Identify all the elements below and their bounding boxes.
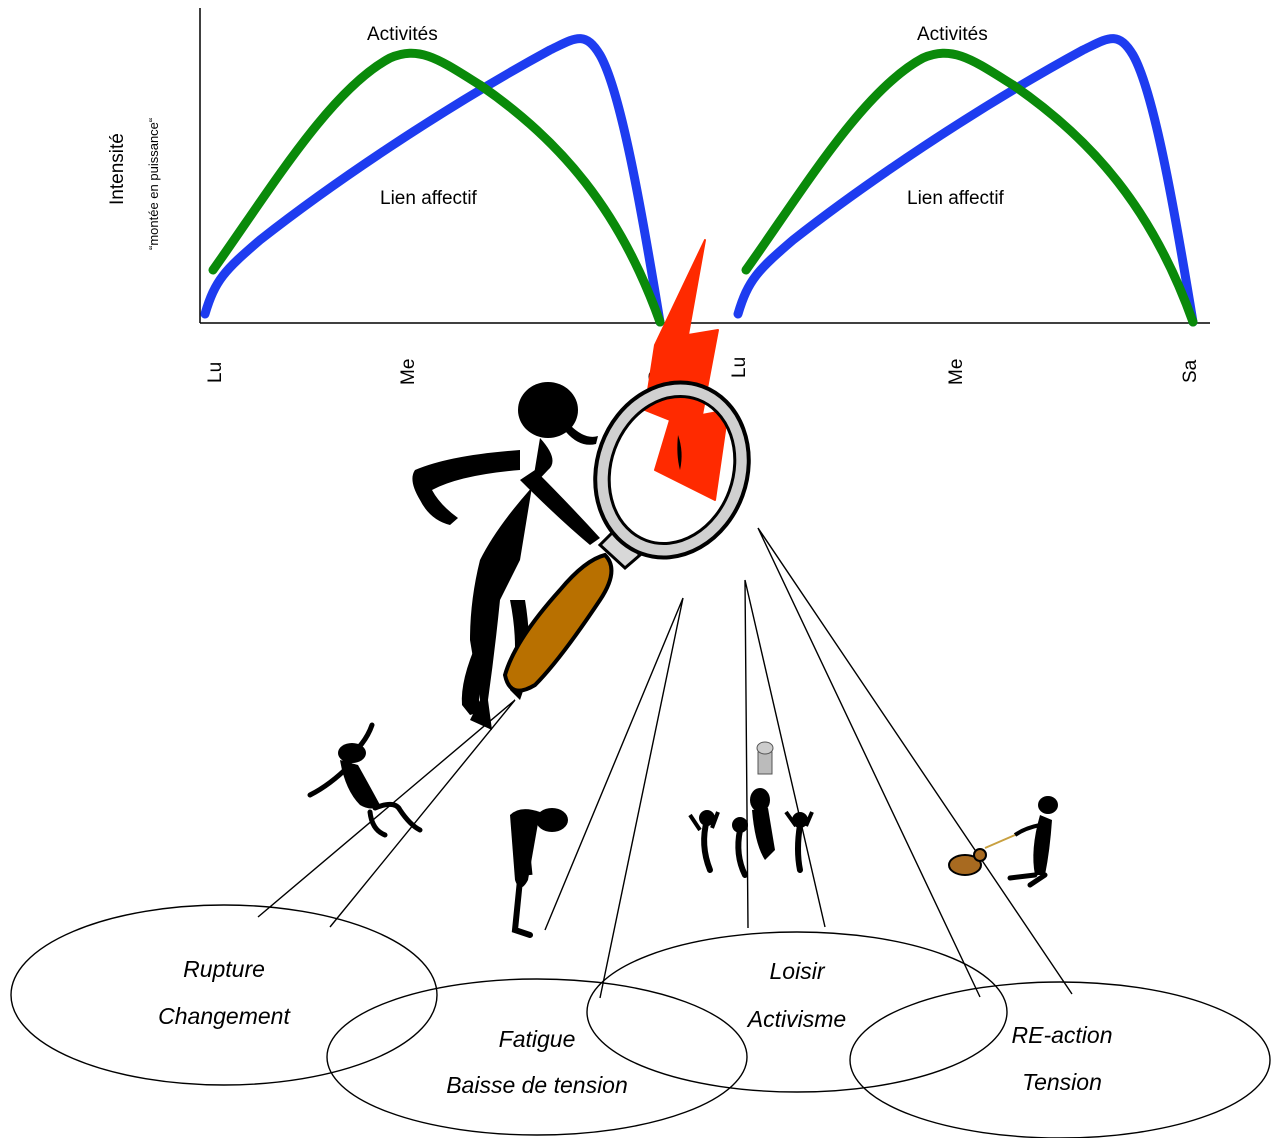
bubble-fatigue — [326, 978, 748, 1136]
y-axis-label: Intensité — [107, 133, 128, 205]
chart: Activités Lien affectif Activités Lien a… — [107, 8, 1210, 385]
connector-loisir — [744, 579, 826, 929]
dog-walker-icon — [948, 796, 1058, 888]
bubble-loisir-line2: Activisme — [746, 1006, 846, 1032]
bubble-reaction — [849, 981, 1271, 1138]
bond-label-week2: Lien affectif — [907, 188, 1005, 209]
bubble-rupture-line2: Changement — [158, 1003, 291, 1029]
bubble-loisir — [586, 931, 1008, 1093]
bond-label-week1: Lien affectif — [380, 188, 478, 209]
y-axis-sublabel: “montée en puissance“ — [146, 118, 161, 250]
activities-curve-week1 — [208, 48, 665, 327]
bubble-rupture-line1: Rupture — [183, 956, 265, 982]
activities-curve-week2 — [741, 48, 1198, 327]
bubble-rupture — [10, 904, 438, 1086]
magnifier-handle — [502, 552, 614, 693]
activities-label-week1: Activités — [367, 24, 438, 45]
lightning-icon — [644, 239, 729, 501]
x-tick-me-1: Me — [398, 359, 419, 385]
investigator-head — [518, 382, 578, 438]
bubble-reaction-line2: Tension — [1022, 1069, 1102, 1095]
celebrating-group-icon — [688, 741, 814, 878]
x-tick-lu-1: Lu — [205, 362, 226, 383]
bond-curve-week1 — [200, 34, 665, 327]
bubbles — [10, 904, 1271, 1138]
bubble-fatigue-line1: Fatigue — [499, 1026, 576, 1052]
x-tick-lu-2: Lu — [729, 357, 750, 378]
bond-curve-week2 — [733, 34, 1198, 327]
bubble-reaction-line1: RE-action — [1012, 1022, 1113, 1048]
falling-figure-icon — [307, 722, 423, 838]
x-tick-sa-2: Sa — [1180, 359, 1201, 383]
connector-reaction — [757, 527, 1073, 998]
bubble-fatigue-line2: Baisse de tension — [446, 1072, 628, 1098]
bubble-connectors — [257, 527, 1073, 999]
connector-fatigue — [544, 597, 684, 999]
investigator-figure — [412, 380, 751, 730]
magnifier-lens — [595, 382, 749, 558]
tired-figure-icon — [510, 808, 568, 938]
activities-label-week2: Activités — [917, 24, 988, 45]
x-tick-me-2: Me — [946, 359, 967, 385]
connector-rupture — [257, 699, 516, 928]
bubble-loisir-line1: Loisir — [770, 958, 826, 984]
